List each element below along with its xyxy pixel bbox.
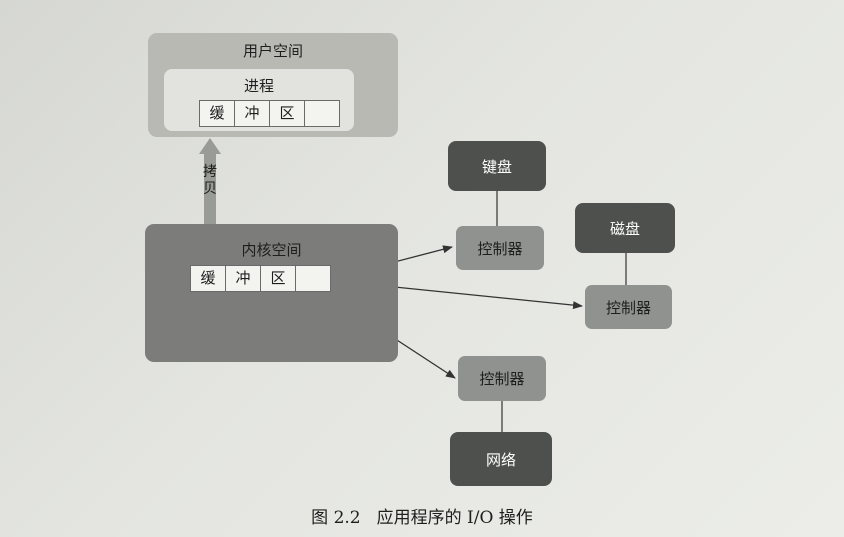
user-buffer-cell: 缓: [200, 101, 235, 126]
keyboard-device: 键盘: [448, 141, 546, 191]
kernel-buffer-cell: 区: [261, 266, 296, 291]
copy-label: 拷贝: [203, 164, 217, 197]
network-device: 网络: [450, 432, 552, 486]
user-buffer-cell: 区: [270, 101, 305, 126]
disk-label: 磁盘: [609, 220, 640, 238]
figure-title: 应用程序的 I/O 操作: [376, 508, 533, 528]
user-buffer-cell: 冲: [235, 101, 270, 126]
network-controller: 控制器: [458, 356, 546, 401]
disk-controller: 控制器: [585, 285, 672, 329]
disk-device: 磁盘: [575, 203, 675, 253]
kernel-buffer: 缓 冲 区: [190, 265, 331, 292]
figure-caption: 图 2.2 应用程序的 I/O 操作: [0, 503, 844, 528]
kernel-buffer-cell: 缓: [191, 266, 226, 291]
kernel-space-box: 内核空间: [145, 224, 398, 362]
kernel-space-label: 内核空间: [241, 241, 302, 259]
network-label: 网络: [485, 451, 516, 469]
kernel-buffer-cell: [296, 266, 330, 291]
keyboard-controller: 控制器: [456, 226, 544, 270]
keyboard-label: 键盘: [481, 158, 512, 176]
process-label: 进程: [243, 77, 274, 95]
user-buffer-cell: [305, 101, 339, 126]
figure-number: 图 2.2: [311, 508, 361, 528]
keyboard-controller-label: 控制器: [477, 240, 523, 258]
user-space-label: 用户空间: [242, 42, 303, 60]
network-controller-label: 控制器: [479, 370, 525, 388]
disk-controller-label: 控制器: [605, 299, 651, 317]
user-buffer: 缓 冲 区: [199, 100, 340, 127]
kernel-buffer-cell: 冲: [226, 266, 261, 291]
